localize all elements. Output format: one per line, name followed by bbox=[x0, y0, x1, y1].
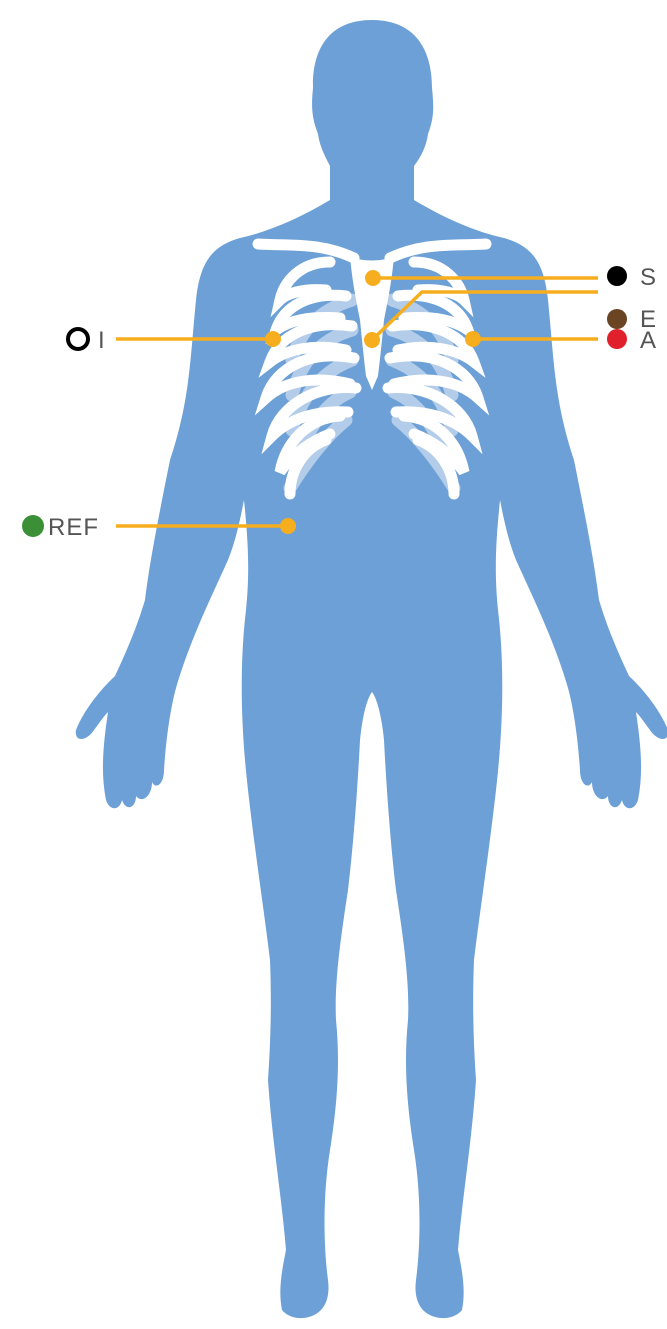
lead-label-s: S bbox=[640, 264, 657, 291]
lead-label-ref: REF bbox=[48, 514, 99, 541]
electrode-e bbox=[364, 332, 380, 348]
lead-label-i: I bbox=[98, 327, 106, 354]
lead-marker-e bbox=[607, 309, 627, 329]
electrode-s bbox=[365, 270, 381, 286]
lead-marker-i bbox=[68, 329, 88, 349]
lead-marker-a bbox=[607, 329, 627, 349]
head bbox=[312, 20, 433, 222]
electrode-a bbox=[465, 331, 481, 347]
electrode-ref bbox=[280, 518, 296, 534]
lead-marker-s bbox=[607, 266, 627, 286]
electrode-i bbox=[265, 331, 281, 347]
lead-label-a: A bbox=[640, 327, 657, 354]
body-silhouette bbox=[76, 20, 667, 1318]
lead-marker-ref bbox=[22, 515, 44, 537]
